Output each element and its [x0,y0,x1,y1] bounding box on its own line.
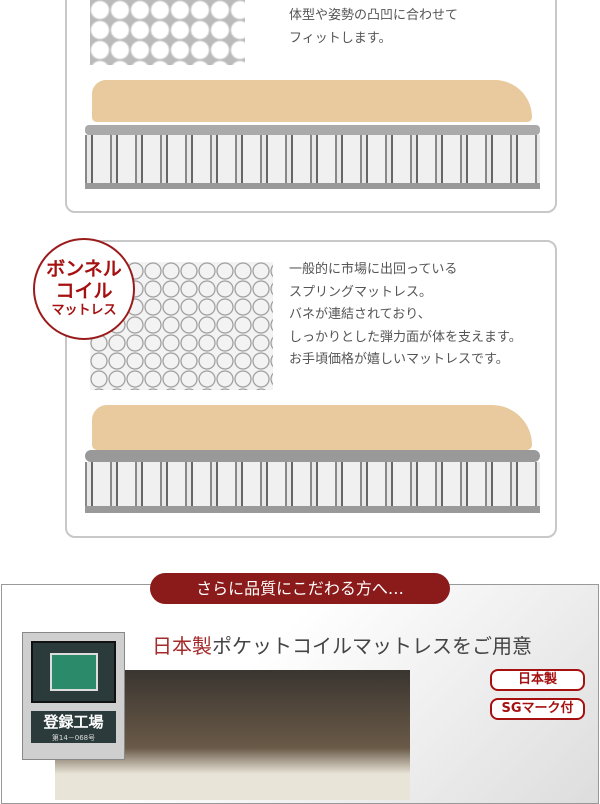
body-silhouette [92,80,532,122]
pocket-mattress-top [85,125,540,135]
body-silhouette [92,405,532,450]
premium-banner: さらに品質にこだわる方へ… [150,573,450,604]
badge-line: コイル [55,280,113,302]
tag-sg-mark: SGマーク付 [490,698,585,720]
description-line: 一般的に市場に出回っている [289,262,458,277]
pocket-coil-photo [90,0,245,65]
badge-line: マットレス [51,303,117,318]
badge-number: 第14－068号 [31,733,116,743]
premium-heading: 日本製ポケットコイルマットレスをご用意 [152,630,532,659]
description-line: バネが連結されており、 [289,307,431,322]
badge-line: ボンネル [46,258,122,280]
heading-accent: 日本製 [152,634,212,658]
badge-title: 登録工場 [31,711,116,733]
bonnell-mattress-base [85,506,540,513]
description-line: 体型や姿勢の凸凹に合わせて [289,8,459,23]
pocket-mattress-base [85,183,540,189]
bonnell-mattress-top [85,450,540,462]
sg-logo-icon [31,641,116,703]
description-line: お手頃価格が嬉しいマットレスです。 [289,352,509,367]
description-line: しっかりとした弾力面が体を支えます。 [289,329,522,345]
factory-registration-badge: 登録工場 第14－068号 [22,632,125,760]
pocket-coil-springs [85,135,540,185]
tag-made-in-japan: 日本製 [490,669,585,691]
bonnell-coil-badge: ボンネル コイル マットレス [33,238,135,340]
bonnell-coil-description: 一般的に市場に出回っている スプリングマットレス。 バネが連結されており、 しっ… [289,259,522,372]
description-line: フィットします。 [289,30,392,46]
description-line: スプリングマットレス。 [289,284,433,300]
heading-text: ポケットコイルマットレスをご用意 [212,634,532,658]
pocket-coil-description: 体型や姿勢の凸凹に合わせて フィットします。 [289,5,458,50]
bonnell-coil-springs [85,462,540,507]
